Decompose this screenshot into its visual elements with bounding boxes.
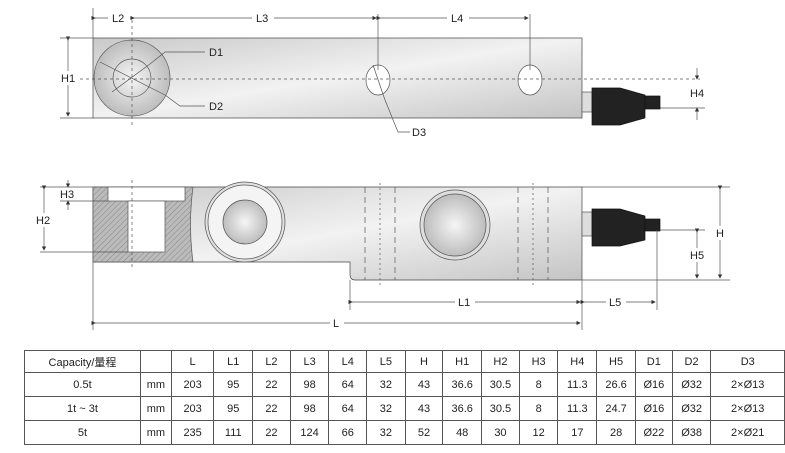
table-cell: 2×Ø13 (710, 372, 785, 397)
table-cell: Ø22 (634, 420, 673, 445)
dim-label-l2: L2 (112, 13, 124, 25)
table-cell: 36.6 (442, 396, 483, 421)
table-cell: 98 (289, 396, 330, 421)
table-cell: 64 (328, 396, 368, 421)
table-header-cell: H5 (596, 350, 636, 373)
table-cell: 11.3 (557, 396, 598, 421)
table-cell: 124 (289, 420, 330, 445)
dim-label-h2: H2 (36, 215, 50, 227)
table-cell: 26.6 (596, 372, 636, 397)
table-cell: 17 (557, 420, 598, 445)
table-header-cell: H1 (442, 350, 483, 373)
table-cell: Ø16 (634, 372, 673, 397)
table-cell: 11.3 (557, 372, 598, 397)
top-view (60, 8, 705, 133)
table-cell: 28 (596, 420, 636, 445)
table-header-cell: L4 (328, 350, 368, 373)
table-header-cell: H2 (481, 350, 520, 373)
table-cell: mm (139, 396, 172, 421)
table-cell: 43 (404, 396, 444, 421)
table-header-cell (139, 350, 172, 373)
dim-label-l1: L1 (458, 297, 470, 309)
table-cell: 32 (366, 372, 406, 397)
dim-label-l: L (333, 318, 339, 330)
table-cell: 22 (252, 420, 291, 445)
table-cell: 30.5 (481, 396, 520, 421)
table-header-cell: H (404, 350, 444, 373)
table-cell: 98 (289, 372, 330, 397)
table-cell: 0.5t (24, 372, 141, 397)
table-header-cell: L5 (366, 350, 406, 373)
table-cell: 2×Ø13 (710, 396, 785, 421)
dim-label-d3: D3 (412, 127, 426, 139)
table-cell: 2×Ø21 (710, 420, 785, 445)
dim-label-h1: H1 (61, 73, 75, 85)
dim-label-l5: L5 (609, 297, 621, 309)
table-cell: 32 (366, 396, 406, 421)
table-cell: 64 (328, 372, 368, 397)
table-cell: 32 (366, 420, 406, 445)
dim-label-l4: L4 (451, 13, 463, 25)
load-cell-drawing: L2 L3 L4 H1 D1 D2 D3 H4 H3 H2 H H5 L1 L5… (35, 8, 730, 330)
dim-label-h: H (716, 228, 724, 240)
table-cell: 66 (328, 420, 368, 445)
table-header-cell: L (170, 350, 215, 373)
dim-label-d2: D2 (209, 101, 223, 113)
table-header-cell: L2 (252, 350, 291, 373)
table-cell: 8 (518, 396, 559, 421)
table-cell: 8 (518, 372, 559, 397)
table-header-cell: L3 (289, 350, 330, 373)
table-cell: 22 (252, 396, 291, 421)
table-cell: 30 (481, 420, 520, 445)
table-cell: 1t ~ 3t (24, 396, 141, 421)
table-header-cell: H3 (518, 350, 559, 373)
dim-label-l3: L3 (256, 13, 268, 25)
table-cell: 43 (404, 372, 444, 397)
table-header-cell: Capacity/量程 (24, 350, 141, 373)
table-header-cell: D2 (671, 350, 712, 373)
table-header-cell: D3 (710, 350, 785, 373)
table-header-cell: H4 (557, 350, 598, 373)
table-cell: mm (139, 372, 172, 397)
dim-label-h4: H4 (690, 88, 704, 100)
table-cell: 12 (518, 420, 559, 445)
table-cell: Ø32 (671, 396, 712, 421)
table-header-cell: L1 (213, 350, 254, 373)
table-cell: mm (139, 420, 172, 445)
dim-label-d1: D1 (209, 47, 223, 59)
table-cell: Ø38 (671, 420, 712, 445)
table-cell: Ø32 (671, 372, 712, 397)
table-header-cell: D1 (634, 350, 673, 373)
dim-label-h3: H3 (60, 189, 74, 201)
table-cell: 36.6 (442, 372, 483, 397)
table-cell: 52 (404, 420, 444, 445)
table-cell: 111 (213, 420, 254, 445)
table-cell: 24.7 (596, 396, 636, 421)
table-cell: 48 (442, 420, 483, 445)
table-cell: 30.5 (481, 372, 520, 397)
dim-label-h5: H5 (690, 250, 704, 262)
table-cell: 203 (170, 372, 215, 397)
table-cell: 5t (24, 420, 141, 445)
table-cell: 22 (252, 372, 291, 397)
table-cell: 95 (213, 396, 254, 421)
table-cell: 235 (170, 420, 215, 445)
table-cell: Ø16 (634, 396, 673, 421)
side-view (40, 180, 730, 330)
table-cell: 95 (213, 372, 254, 397)
table-cell: 203 (170, 396, 215, 421)
